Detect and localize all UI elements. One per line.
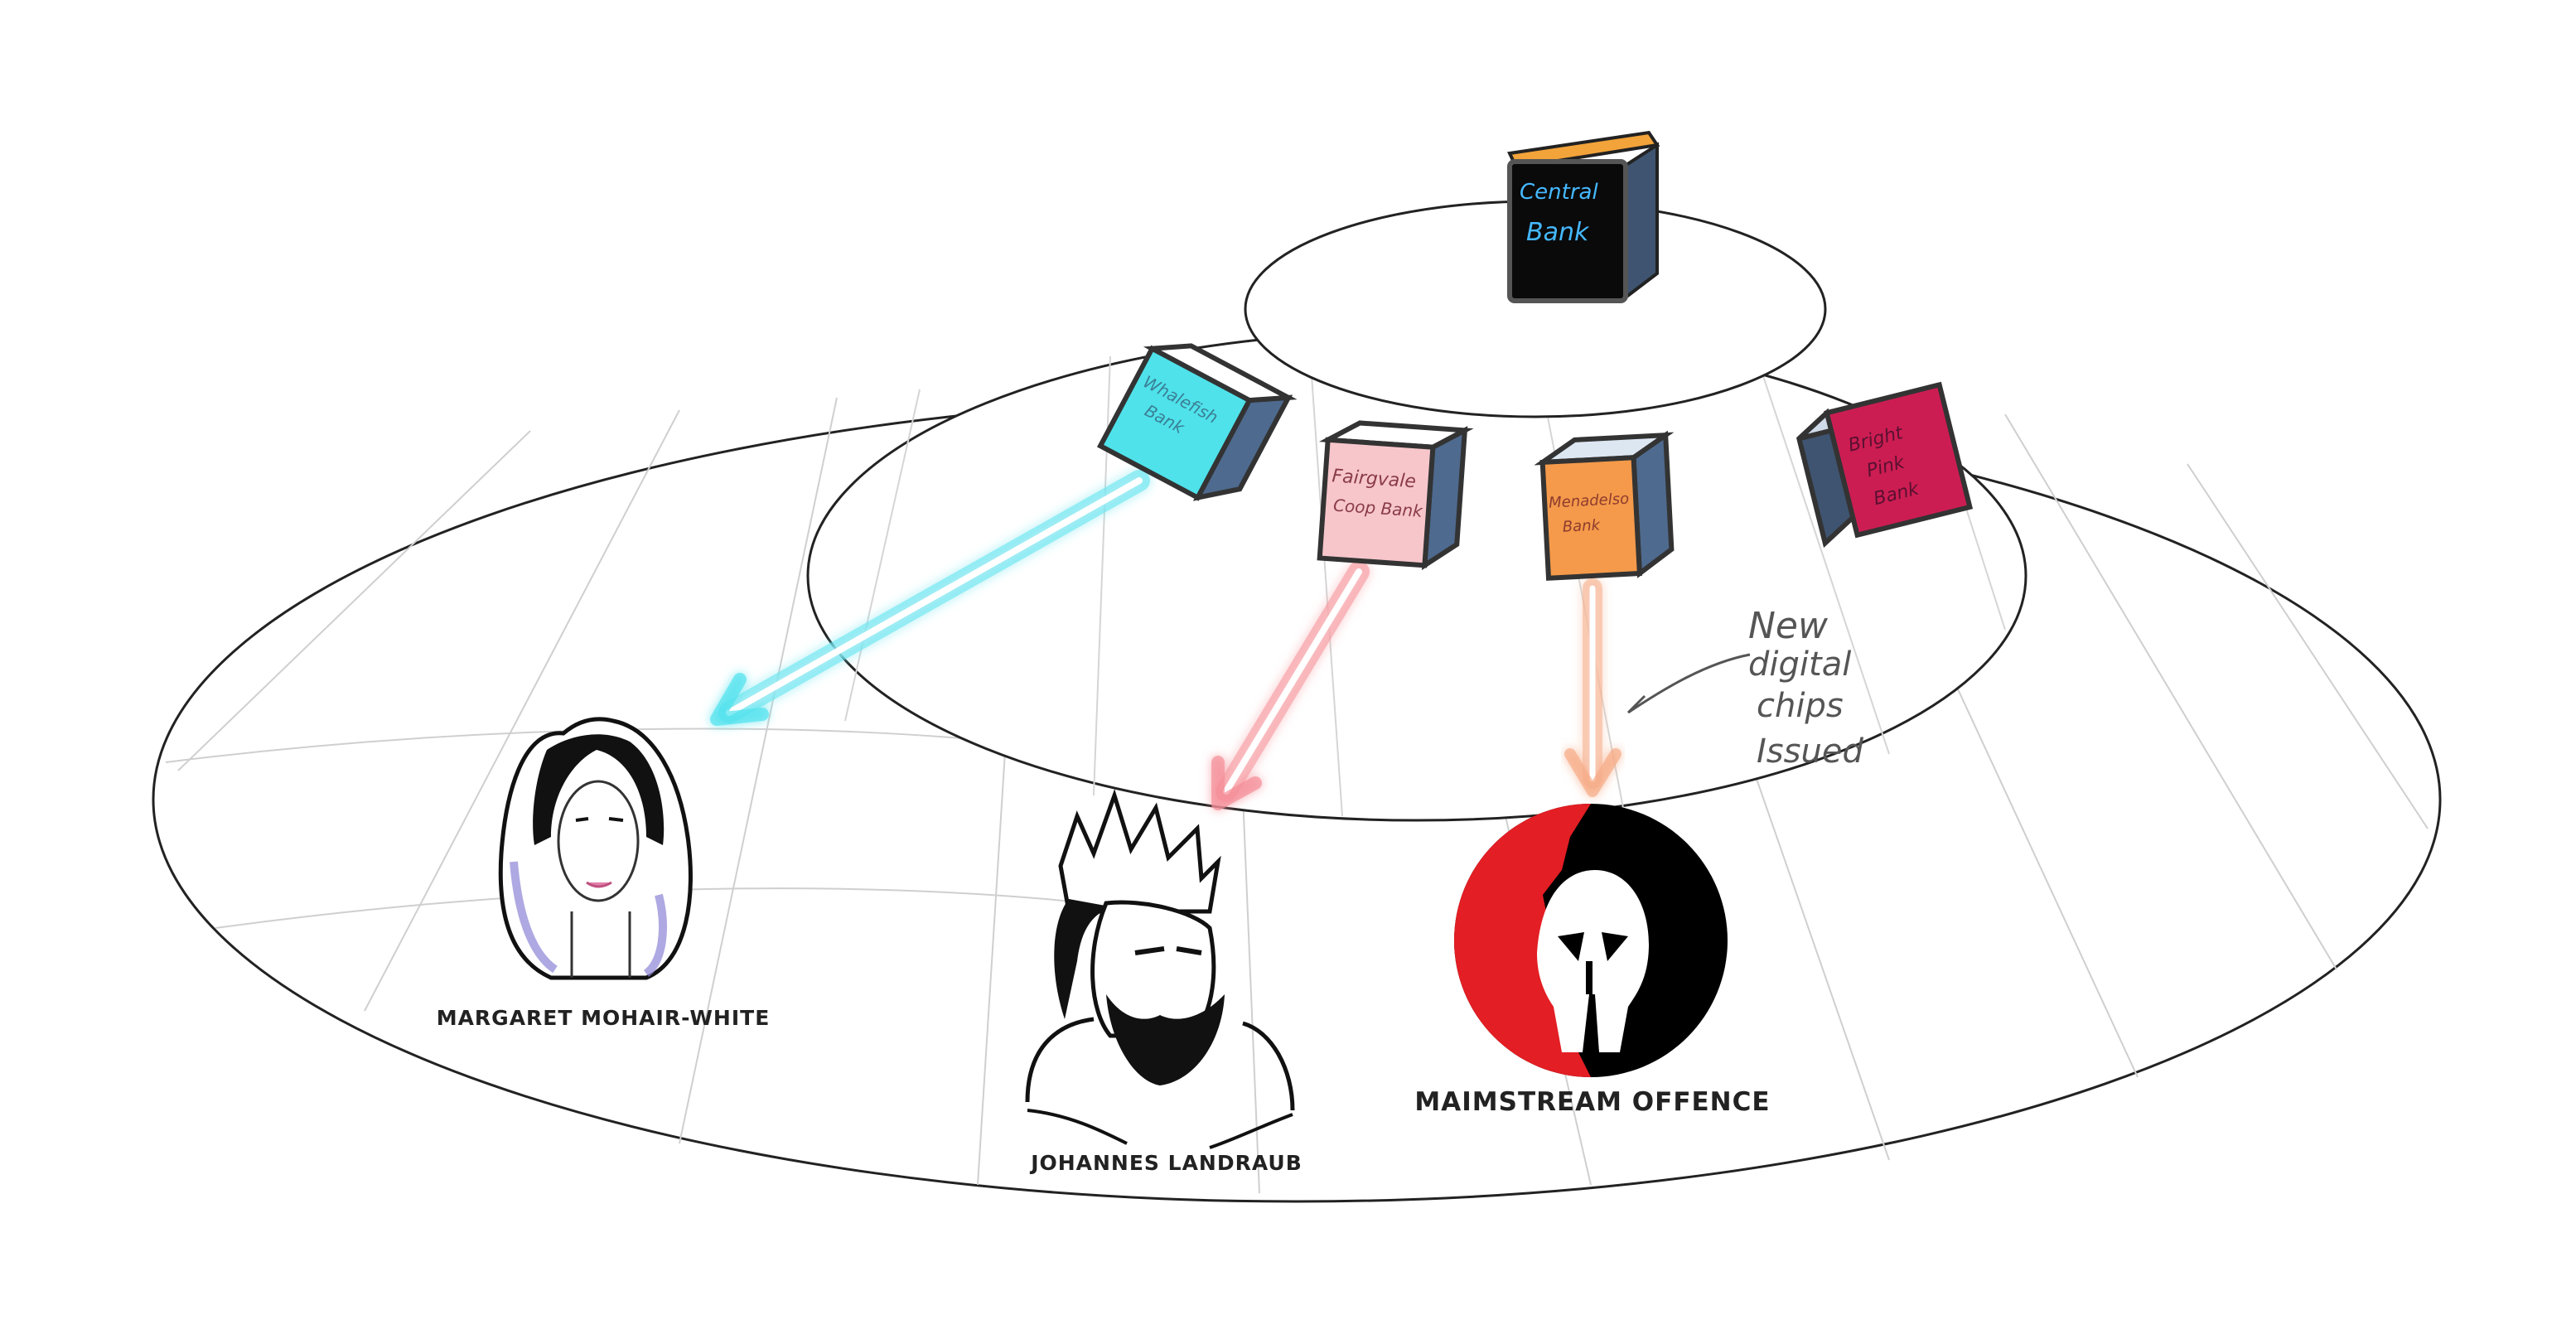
arrow-fairgvale-to-johannes <box>1211 561 1370 810</box>
central-bank-label-line2: Bank <box>1526 218 1590 247</box>
bank-cube-menadelso: Menadelso Bank <box>1534 430 1675 581</box>
recipient-margaret: MARGARET MOHAIR-WHITE <box>437 717 771 1030</box>
annotation-line2: digital <box>1748 645 1851 684</box>
bank-cube-bright-pink: Bright Pink Bank <box>1795 381 1974 549</box>
issuance-arrows <box>710 470 1621 810</box>
annotation-line4: Issued <box>1757 732 1863 771</box>
central-bank-label-line1: Central <box>1520 180 1598 205</box>
recipient-maimstream: MAIMSTREAM OFFENCE <box>1414 804 1770 1117</box>
recipient-name-johannes: JOHANNES LANDRAUB <box>1029 1151 1302 1175</box>
annotation-line3: chips <box>1757 687 1844 725</box>
bank-cube-whalefish: Whalefish Bank <box>1096 343 1298 501</box>
arrow-menadelso-to-maimstream <box>1564 578 1621 797</box>
annotation-line1: New <box>1748 605 1829 647</box>
recipient-johannes: JOHANNES LANDRAUB <box>1025 789 1302 1175</box>
bank-label-menadelso-line1: Menadelso <box>1549 491 1630 512</box>
annotation-new-digital-chips: New digital chips Issued <box>1626 605 1863 771</box>
recipient-name-margaret: MARGARET MOHAIR-WHITE <box>437 1006 771 1030</box>
woman-portrait-icon <box>498 717 693 980</box>
annotation-pointer-curve <box>1626 653 1751 714</box>
central-bank-cube: Central Bank <box>1507 130 1660 304</box>
bearded-man-portrait-icon <box>1025 789 1295 1149</box>
bank-cube-fairgvale: Fairgvale Coop Bank <box>1317 420 1474 571</box>
bank-label-menadelso-line2: Bank <box>1562 516 1602 535</box>
recipient-name-maimstream: MAIMSTREAM OFFENCE <box>1414 1087 1770 1117</box>
arrow-whalefish-to-margaret <box>710 470 1150 726</box>
spartan-helmet-logo-icon <box>1454 804 1728 1077</box>
